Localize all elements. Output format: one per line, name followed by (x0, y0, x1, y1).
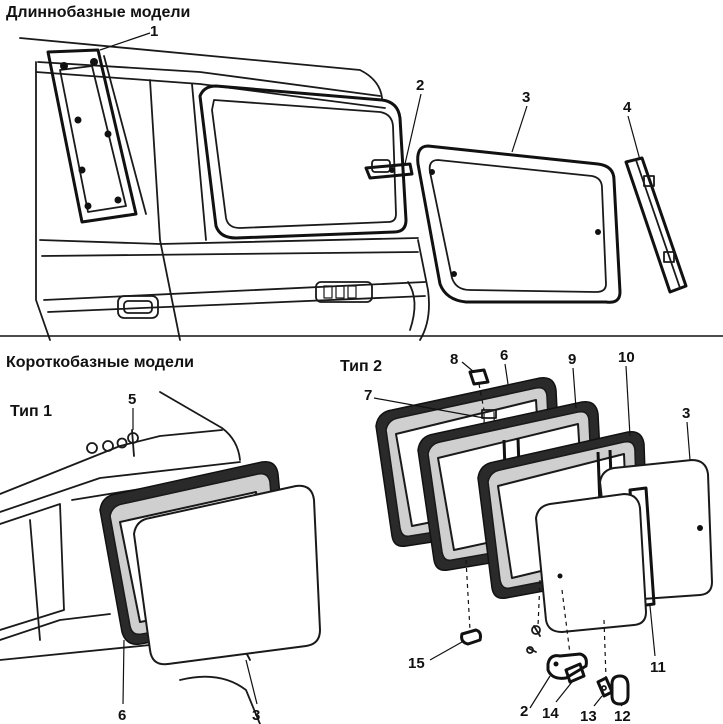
screw-fasteners (526, 625, 541, 654)
part-15-stopper (460, 628, 482, 646)
callout-7: 7 (364, 387, 372, 404)
callout-11: 11 (650, 659, 666, 676)
callout-2-bottom: 2 (520, 703, 528, 720)
part-2-latch (364, 159, 414, 180)
callout-10: 10 (618, 349, 635, 366)
callout-2-top: 2 (416, 77, 424, 94)
part-3-window-glass-top (416, 144, 622, 304)
part-1-pillar-panel (46, 48, 147, 224)
callout-3-top: 3 (522, 89, 530, 106)
callout-3-type2: 3 (682, 405, 690, 422)
callout-9: 9 (568, 351, 576, 368)
heading-type-2: Тип 2 (340, 358, 382, 375)
long-base-vehicle-body (19, 37, 430, 341)
callout-1: 1 (150, 23, 158, 40)
type2-fixed-glass (535, 493, 647, 633)
callout-3-type1: 3 (252, 707, 260, 724)
part-4-trim-strip (624, 156, 688, 294)
callout-13: 13 (580, 708, 597, 724)
part-5-fastener (86, 429, 139, 457)
part-12-knob (610, 674, 630, 706)
part-13-spring (596, 676, 614, 698)
callout-12: 12 (614, 708, 631, 724)
callout-5: 5 (128, 391, 136, 408)
callout-15: 15 (408, 655, 425, 672)
callout-6-type1: 6 (118, 707, 126, 724)
heading-long-base: Длиннобазные модели (6, 4, 190, 21)
part-14-lock-plate (564, 662, 586, 684)
heading-type-1: Тип 1 (10, 403, 52, 420)
callout-8: 8 (450, 351, 458, 368)
callout-4: 4 (623, 99, 632, 116)
type1-window-glass (133, 484, 321, 666)
callout-6-type2: 6 (500, 347, 508, 364)
heading-short-base: Короткобазные модели (6, 354, 194, 371)
part-8-clip (468, 368, 490, 386)
part-2-latch-type2 (546, 652, 588, 680)
callout-14: 14 (542, 705, 559, 722)
